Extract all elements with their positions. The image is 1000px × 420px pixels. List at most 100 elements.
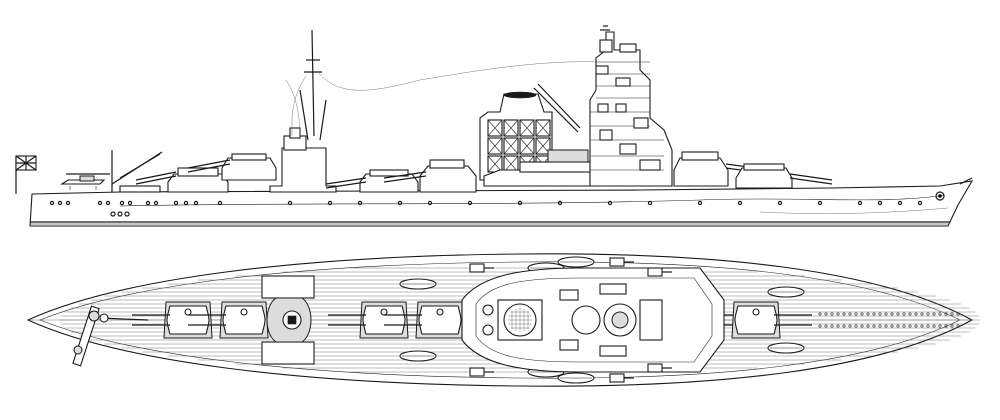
- chain-link: [842, 324, 846, 328]
- porthole: [357, 200, 363, 206]
- chain-link: [908, 312, 912, 316]
- porthole: [217, 200, 223, 206]
- lattice-brace: [503, 155, 519, 173]
- porthole: [897, 200, 903, 206]
- porthole: [127, 200, 133, 206]
- chain-link: [866, 312, 870, 316]
- window-block: [619, 143, 637, 155]
- porthole: [110, 211, 116, 217]
- ship-boats: [399, 256, 805, 384]
- catapult: [72, 305, 100, 367]
- chain-link: [908, 324, 912, 328]
- chain-link: [944, 324, 948, 328]
- chain-link: [914, 312, 918, 316]
- porthole: [397, 200, 403, 206]
- porthole: [467, 200, 473, 206]
- lattice-brace: [519, 137, 535, 155]
- porthole: [97, 200, 103, 206]
- chain-link: [902, 312, 906, 316]
- porthole: [193, 200, 199, 206]
- secondary-mount: [469, 263, 485, 273]
- chain-link: [932, 324, 936, 328]
- window-block: [639, 159, 661, 171]
- lattice-brace: [503, 119, 519, 137]
- window-block: [615, 103, 627, 113]
- hatch: [184, 308, 192, 316]
- chain-link: [860, 312, 864, 316]
- lattice-brace: [519, 119, 535, 137]
- chain-link: [824, 324, 828, 328]
- chain-link: [848, 312, 852, 316]
- chain-link: [872, 312, 876, 316]
- chain-link: [956, 312, 960, 316]
- chain-link: [896, 324, 900, 328]
- porthole: [917, 200, 923, 206]
- chain-link: [824, 312, 828, 316]
- chain-link: [956, 324, 960, 328]
- chain-link: [836, 312, 840, 316]
- porthole: [57, 200, 63, 206]
- porthole: [327, 200, 333, 206]
- anchor-hawse: [935, 191, 945, 201]
- turret-p-side: [383, 159, 477, 193]
- hatch: [436, 308, 444, 316]
- lattice-brace: [535, 119, 551, 137]
- window-block: [633, 117, 649, 129]
- chain-link: [866, 324, 870, 328]
- chain-link: [878, 324, 882, 328]
- porthole: [117, 211, 123, 217]
- chain-link: [890, 324, 894, 328]
- secondary-guns-plan: [469, 257, 672, 383]
- hatch: [240, 308, 248, 316]
- chain-link: [842, 312, 846, 316]
- turret-house: [734, 305, 778, 335]
- chain-link: [848, 324, 852, 328]
- lattice-brace: [487, 137, 503, 155]
- chain-link: [926, 312, 930, 316]
- window-block: [595, 65, 609, 75]
- turret-house: [418, 305, 462, 335]
- side-profile-view: [15, 25, 974, 227]
- porthole: [49, 200, 55, 206]
- window-block: [597, 103, 609, 113]
- porthole: [65, 200, 71, 206]
- chain-link: [884, 324, 888, 328]
- pagoda-platforms: [590, 61, 664, 171]
- lattice-brace: [487, 155, 503, 173]
- chain-link: [890, 312, 894, 316]
- chain-link: [830, 324, 834, 328]
- porthole: [517, 200, 523, 206]
- chain-link: [818, 324, 822, 328]
- chain-link: [944, 312, 948, 316]
- superstructure-plan: [461, 267, 725, 373]
- secondary-mount: [609, 373, 625, 383]
- lattice-brace: [535, 137, 551, 155]
- mainmast-plan: [261, 275, 315, 365]
- chain-link: [854, 312, 858, 316]
- porthole: [877, 200, 883, 206]
- chain-link: [938, 324, 942, 328]
- chain-link: [878, 312, 882, 316]
- aft-crane: [111, 150, 163, 192]
- ensign-icon: [15, 155, 37, 171]
- hatch: [752, 308, 760, 316]
- porthole: [737, 200, 743, 206]
- turret-q-side: [325, 169, 419, 193]
- chain-link: [902, 324, 906, 328]
- chain-link: [914, 324, 918, 328]
- hatch: [380, 308, 388, 316]
- chain-link: [938, 312, 942, 316]
- porthole: [287, 200, 293, 206]
- porthole: [427, 200, 433, 206]
- porthole: [607, 200, 613, 206]
- turret-x-side: [135, 167, 229, 193]
- turret-house: [166, 305, 210, 335]
- chain-link: [920, 324, 924, 328]
- turret-house: [362, 305, 406, 335]
- anchor-chains: [818, 312, 960, 328]
- secondary-mount: [469, 367, 485, 377]
- porthole: [777, 200, 783, 206]
- funnel-cap-grate: [508, 308, 532, 332]
